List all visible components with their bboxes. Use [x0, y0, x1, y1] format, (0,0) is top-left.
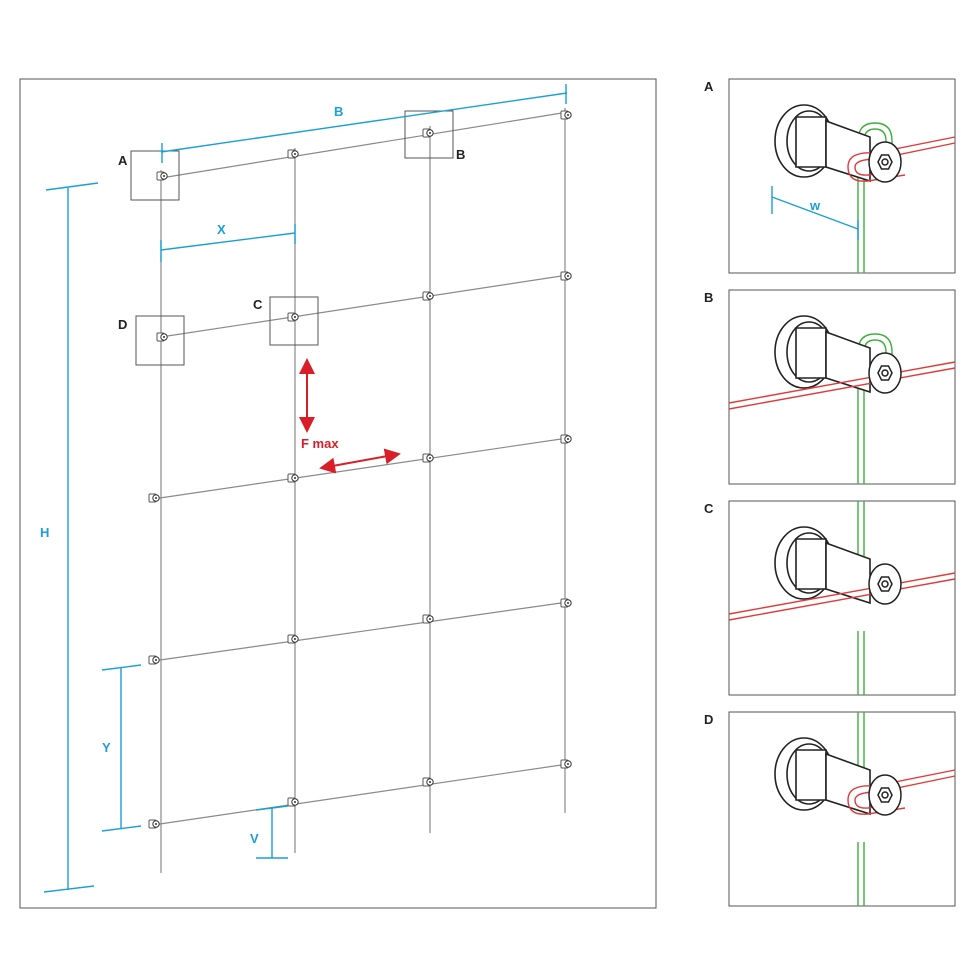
- dim-label-b: B: [334, 104, 343, 119]
- clamp-node: [287, 473, 299, 483]
- detail-markers: [130, 110, 454, 366]
- main-panel-frame: [19, 78, 657, 909]
- horizontal-cable: [160, 274, 569, 338]
- horizontal-cable-red: [728, 572, 956, 621]
- dim-label-v: V: [250, 831, 259, 846]
- detail-box-b: [404, 110, 454, 159]
- marker-label-d: D: [118, 317, 127, 332]
- clamp-node: [560, 110, 572, 120]
- clamp-node: [422, 453, 434, 463]
- clamp-node: [287, 312, 299, 322]
- dim-label-h: H: [40, 525, 49, 540]
- detail-box-a: [130, 150, 180, 201]
- clamp-screw: [868, 141, 902, 183]
- detail-panels: [728, 78, 956, 907]
- horizontal-cable: [152, 763, 569, 826]
- clamp-node: [148, 819, 160, 829]
- horizontal-cable: [152, 601, 569, 662]
- clamp-node: [287, 797, 299, 807]
- vertical-cables: [160, 108, 566, 873]
- detail-panel-d: [728, 711, 956, 907]
- detail-box-d: [135, 315, 185, 366]
- clamp-node: [156, 171, 168, 181]
- dim-b-line: [160, 92, 568, 153]
- marker-label-c: C: [253, 297, 263, 312]
- dim-label-y: Y: [102, 740, 111, 755]
- horizontal-cable: [160, 111, 569, 179]
- detail-label-b: B: [704, 290, 713, 305]
- detail-dim-label-w: w: [809, 198, 821, 213]
- clamp-node: [148, 655, 160, 665]
- detail-label-c: C: [704, 501, 714, 516]
- clamp-body: [774, 526, 871, 605]
- dim-label-x: X: [217, 222, 226, 237]
- clamp-node: [560, 271, 572, 281]
- horizontal-cable: [152, 437, 569, 500]
- horizontal-cables: [152, 111, 569, 826]
- clamp-node: [422, 128, 434, 138]
- clamp-screw: [868, 352, 902, 394]
- force-label: F max: [301, 436, 339, 451]
- dim-w-line: [771, 186, 859, 240]
- vertical-cable-green: [857, 501, 865, 695]
- clamp-node: [422, 291, 434, 301]
- clamp-node: [422, 614, 434, 624]
- clamp-node: [287, 149, 299, 159]
- marker-label-b: B: [456, 147, 465, 162]
- clamp-node: [560, 434, 572, 444]
- clamp-screw: [868, 563, 902, 605]
- clamp-node: [287, 634, 299, 644]
- detail-label-d: D: [704, 712, 713, 727]
- clamp-body: [774, 315, 871, 394]
- clamp-node: [560, 759, 572, 769]
- detail-panel-b: [728, 289, 956, 485]
- clamp-nodes: [148, 110, 572, 829]
- marker-label-a: A: [118, 153, 128, 168]
- horizontal-cable-red: [728, 361, 956, 410]
- clamp-body: [774, 737, 871, 816]
- clamp-screw: [868, 774, 902, 816]
- clamp-node: [148, 493, 160, 503]
- clamp-node: [560, 598, 572, 608]
- detail-panel-a: [728, 78, 956, 274]
- clamp-node: [422, 777, 434, 787]
- detail-panel-c: [728, 500, 956, 696]
- dimension-lines: [43, 84, 568, 893]
- clamp-body: [774, 104, 871, 183]
- force-arrow-horizontal: [319, 448, 401, 474]
- clamp-node: [156, 332, 168, 342]
- detail-box-c: [269, 296, 319, 346]
- dim-x-line: [160, 232, 296, 251]
- detail-label-a: A: [704, 79, 714, 94]
